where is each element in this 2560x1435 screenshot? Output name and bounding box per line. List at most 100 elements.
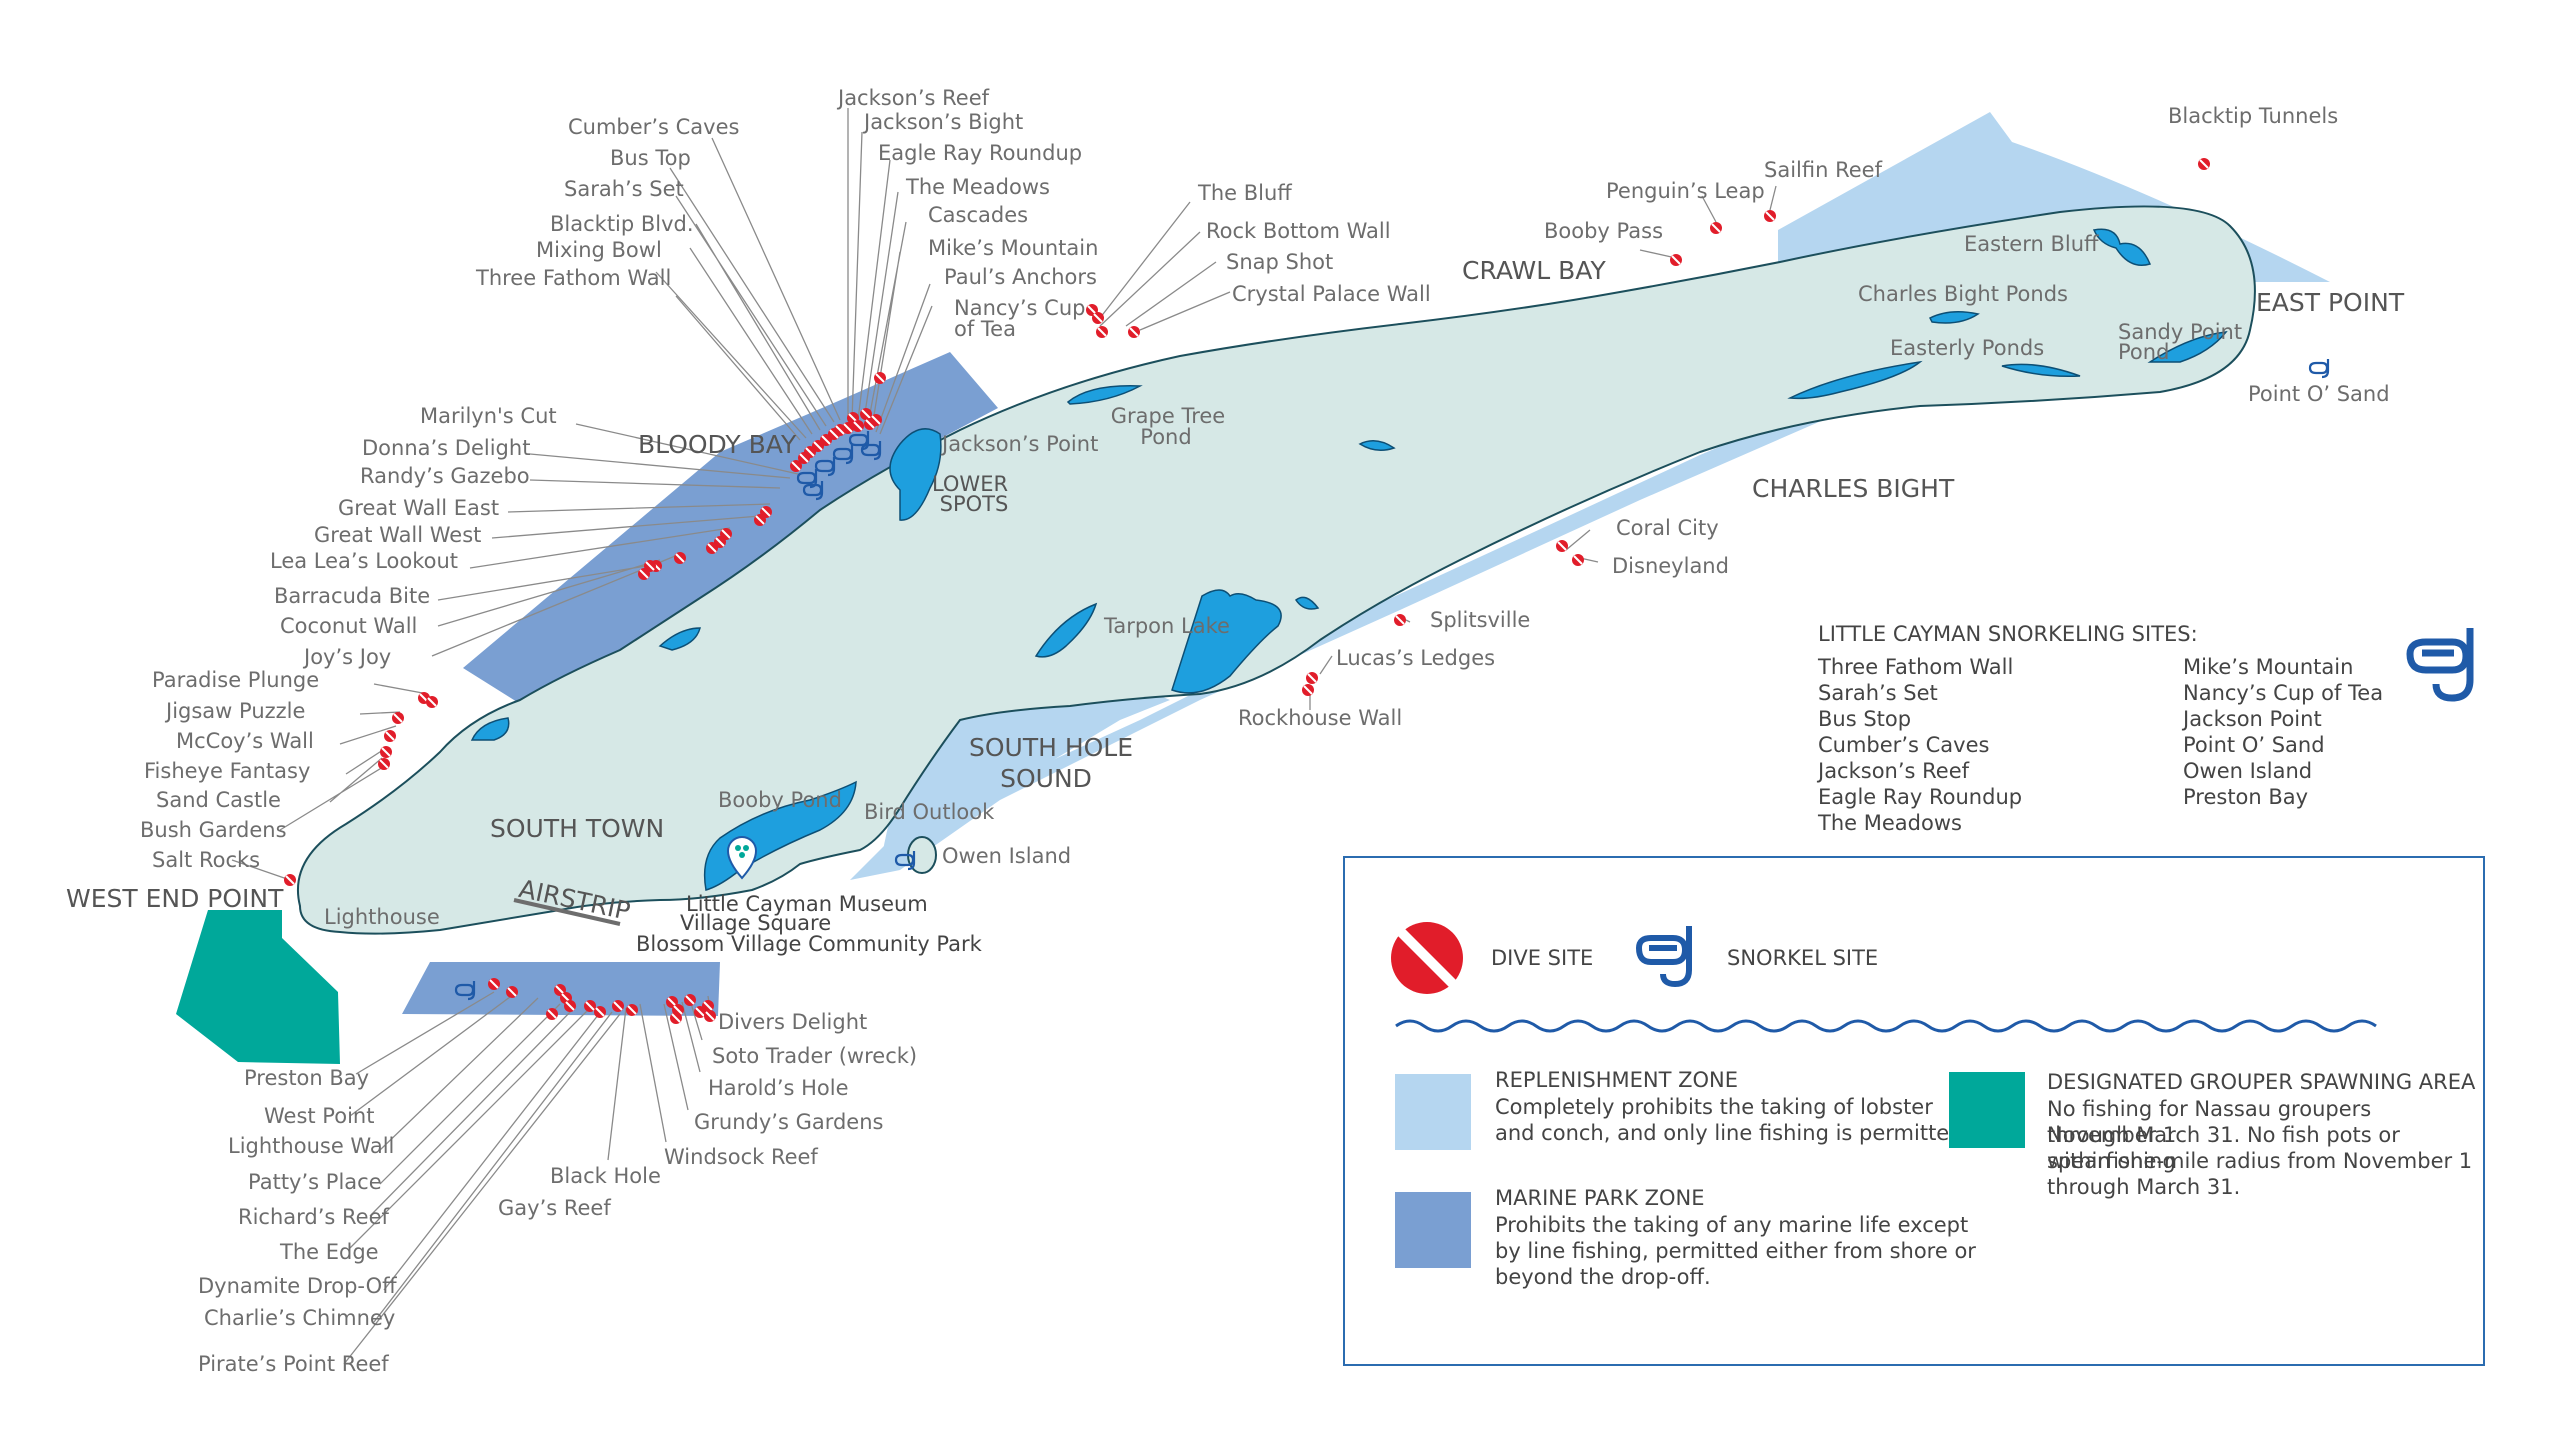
dive-site-label: Rock Bottom Wall xyxy=(1206,219,1391,243)
dive-site-marker xyxy=(864,418,876,430)
area-west-end-point: WEST END POINT xyxy=(66,884,284,913)
dive-site-marker xyxy=(1302,684,1314,696)
dive-site-label: Salt Rocks xyxy=(152,848,261,872)
dive-site-label: The Edge xyxy=(280,1240,379,1264)
dive-site-label: Paradise Plunge xyxy=(152,668,320,692)
dive-site-label: Snap Shot xyxy=(1226,250,1334,274)
legend-grouper-text-4: through March 31. xyxy=(2047,1175,2241,1199)
snorkel-list-item: Point O’ Sand xyxy=(2183,733,2325,757)
dive-site-marker xyxy=(1096,326,1108,338)
dive-site-marker xyxy=(1394,614,1406,626)
legend-replenishment-text-1: Completely prohibits the taking of lobst… xyxy=(1495,1095,1933,1119)
dive-site-marker xyxy=(790,460,802,472)
snorkel-list-item: Eagle Ray Roundup xyxy=(1818,785,2023,809)
dive-site-label: Blacktip Blvd. xyxy=(550,212,694,236)
dive-site-label: Rockhouse Wall xyxy=(1238,706,1403,730)
dive-site-icon xyxy=(1391,922,1463,994)
snorkel-list-heading: LITTLE CAYMAN SNORKELING SITES: xyxy=(1818,622,2198,646)
dive-site-label: Paul’s Anchors xyxy=(944,265,1097,289)
dive-site-label: Fisheye Fantasy xyxy=(144,759,311,783)
grouper-spawning-area xyxy=(176,910,340,1064)
dive-site-marker xyxy=(626,1004,638,1016)
place-label: Booby Pond xyxy=(718,788,842,812)
dive-site-label: Coral City xyxy=(1616,516,1719,540)
legend-marine-text-1: Prohibits the taking of any marine life … xyxy=(1495,1213,1969,1237)
dive-site-label: Crystal Palace Wall xyxy=(1232,282,1431,306)
dive-site-label: Splitsville xyxy=(1430,608,1531,632)
dive-site-label: Coconut Wall xyxy=(280,614,418,638)
dive-site-label: Nancy’s Cup xyxy=(954,296,1086,320)
dive-site-label: Black Hole xyxy=(550,1164,661,1188)
dive-site-marker xyxy=(284,874,296,886)
dive-site-label: Soto Trader (wreck) xyxy=(712,1044,918,1068)
dive-site-marker xyxy=(594,1006,606,1018)
place-label: Pond xyxy=(2118,340,2170,364)
dive-site-label: Penguin’s Leap xyxy=(1606,179,1765,203)
dive-site-marker xyxy=(1092,312,1104,324)
dive-site-label: Sarah’s Set xyxy=(564,177,684,201)
dive-site-label: Barracuda Bite xyxy=(274,584,431,608)
place-label: Village Square xyxy=(680,911,832,935)
dive-site-label: Mixing Bowl xyxy=(536,238,662,262)
snorkel-sites-list: LITTLE CAYMAN SNORKELING SITES: Three Fa… xyxy=(1818,622,2560,836)
dive-site-marker xyxy=(380,746,392,758)
island-land xyxy=(296,205,2256,935)
snorkel-list-item: Three Fathom Wall xyxy=(1818,655,2014,679)
place-label: Bird Outlook xyxy=(864,800,995,824)
dive-site-label: Jigsaw Puzzle xyxy=(166,699,306,723)
leader-lines xyxy=(231,108,1777,1365)
snorkel-list-item: Bus Stop xyxy=(1818,707,1912,731)
snorkel-list-item: Sarah’s Set xyxy=(1818,681,1938,705)
grouper-swatch xyxy=(1949,1072,2025,1148)
dive-site-label: Donna’s Delight xyxy=(362,436,531,460)
dive-site-marker xyxy=(378,758,390,770)
north-pond xyxy=(658,627,701,651)
place-label: Pond xyxy=(1140,425,1192,449)
dive-site-marker xyxy=(564,1000,576,1012)
snorkel-list-item: Preston Bay xyxy=(2183,785,2309,809)
snorkel-site-marker xyxy=(454,981,476,1001)
dive-site-label: Windsock Reef xyxy=(664,1145,818,1169)
area-south-town: SOUTH TOWN xyxy=(490,814,665,843)
dive-site-label: Sand Castle xyxy=(156,788,281,812)
dive-site-label: Great Wall East xyxy=(338,496,500,520)
dive-site-label: Mike’s Mountain xyxy=(928,236,1099,260)
legend-marine-text-2: by line fishing, permitted either from s… xyxy=(1495,1239,1976,1263)
legend-replenishment-text-2: and conch, and only line fishing is perm… xyxy=(1495,1121,1963,1145)
dive-site-marker xyxy=(426,696,438,708)
lower-spots-pond xyxy=(889,428,942,521)
dive-site-label: Disneyland xyxy=(1612,554,1729,578)
tarpon-lake xyxy=(1171,589,1282,694)
dive-site-label: Cumber’s Caves xyxy=(568,115,740,139)
snorkel-site-marker xyxy=(894,851,916,871)
place-label: Easterly Ponds xyxy=(1890,336,2045,360)
dive-site-label: Pirate’s Point Reef xyxy=(198,1352,389,1376)
dive-site-marker xyxy=(874,372,886,384)
legend-box: DIVE SITE SNORKEL SITE REPLENISHMENT ZON… xyxy=(1343,856,2485,1366)
dive-site-label: West Point xyxy=(264,1104,375,1128)
legend-dive-site: DIVE SITE xyxy=(1491,946,1594,970)
dive-site-label: Dynamite Drop-Off xyxy=(198,1274,397,1298)
dive-site-label: Richard’s Reef xyxy=(238,1205,389,1229)
place-label: Sandy Point xyxy=(2118,320,2243,344)
dive-site-label: Charlie’s Chimney xyxy=(204,1306,396,1330)
area-crawl-bay: CRAWL BAY xyxy=(1462,256,1606,285)
place-label: Eastern Bluff xyxy=(1964,232,2099,256)
dive-site-marker xyxy=(1556,540,1568,552)
snorkel-list-item: Jackson Point xyxy=(2183,707,2322,731)
place-label: Blossom Village Community Park xyxy=(636,932,982,956)
dive-site-marker xyxy=(674,552,686,564)
dive-site-marker xyxy=(384,730,396,742)
dive-site-label: Joy’s Joy xyxy=(304,645,392,669)
dive-site-label: Harold’s Hole xyxy=(708,1076,849,1100)
area-bloody-bay: BLOODY BAY xyxy=(638,430,797,459)
sandy-point-pond xyxy=(2147,331,2228,363)
tarpon-lake-west xyxy=(1034,602,1098,658)
dive-site-label: Randy’s Gazebo xyxy=(360,464,530,488)
snorkel-list-item: Cumber’s Caves xyxy=(1818,733,1990,757)
dive-site-label: Lucas’s Ledges xyxy=(1336,646,1496,670)
dive-site-marker xyxy=(1764,210,1776,222)
dive-site-label: of Tea xyxy=(954,317,1016,341)
